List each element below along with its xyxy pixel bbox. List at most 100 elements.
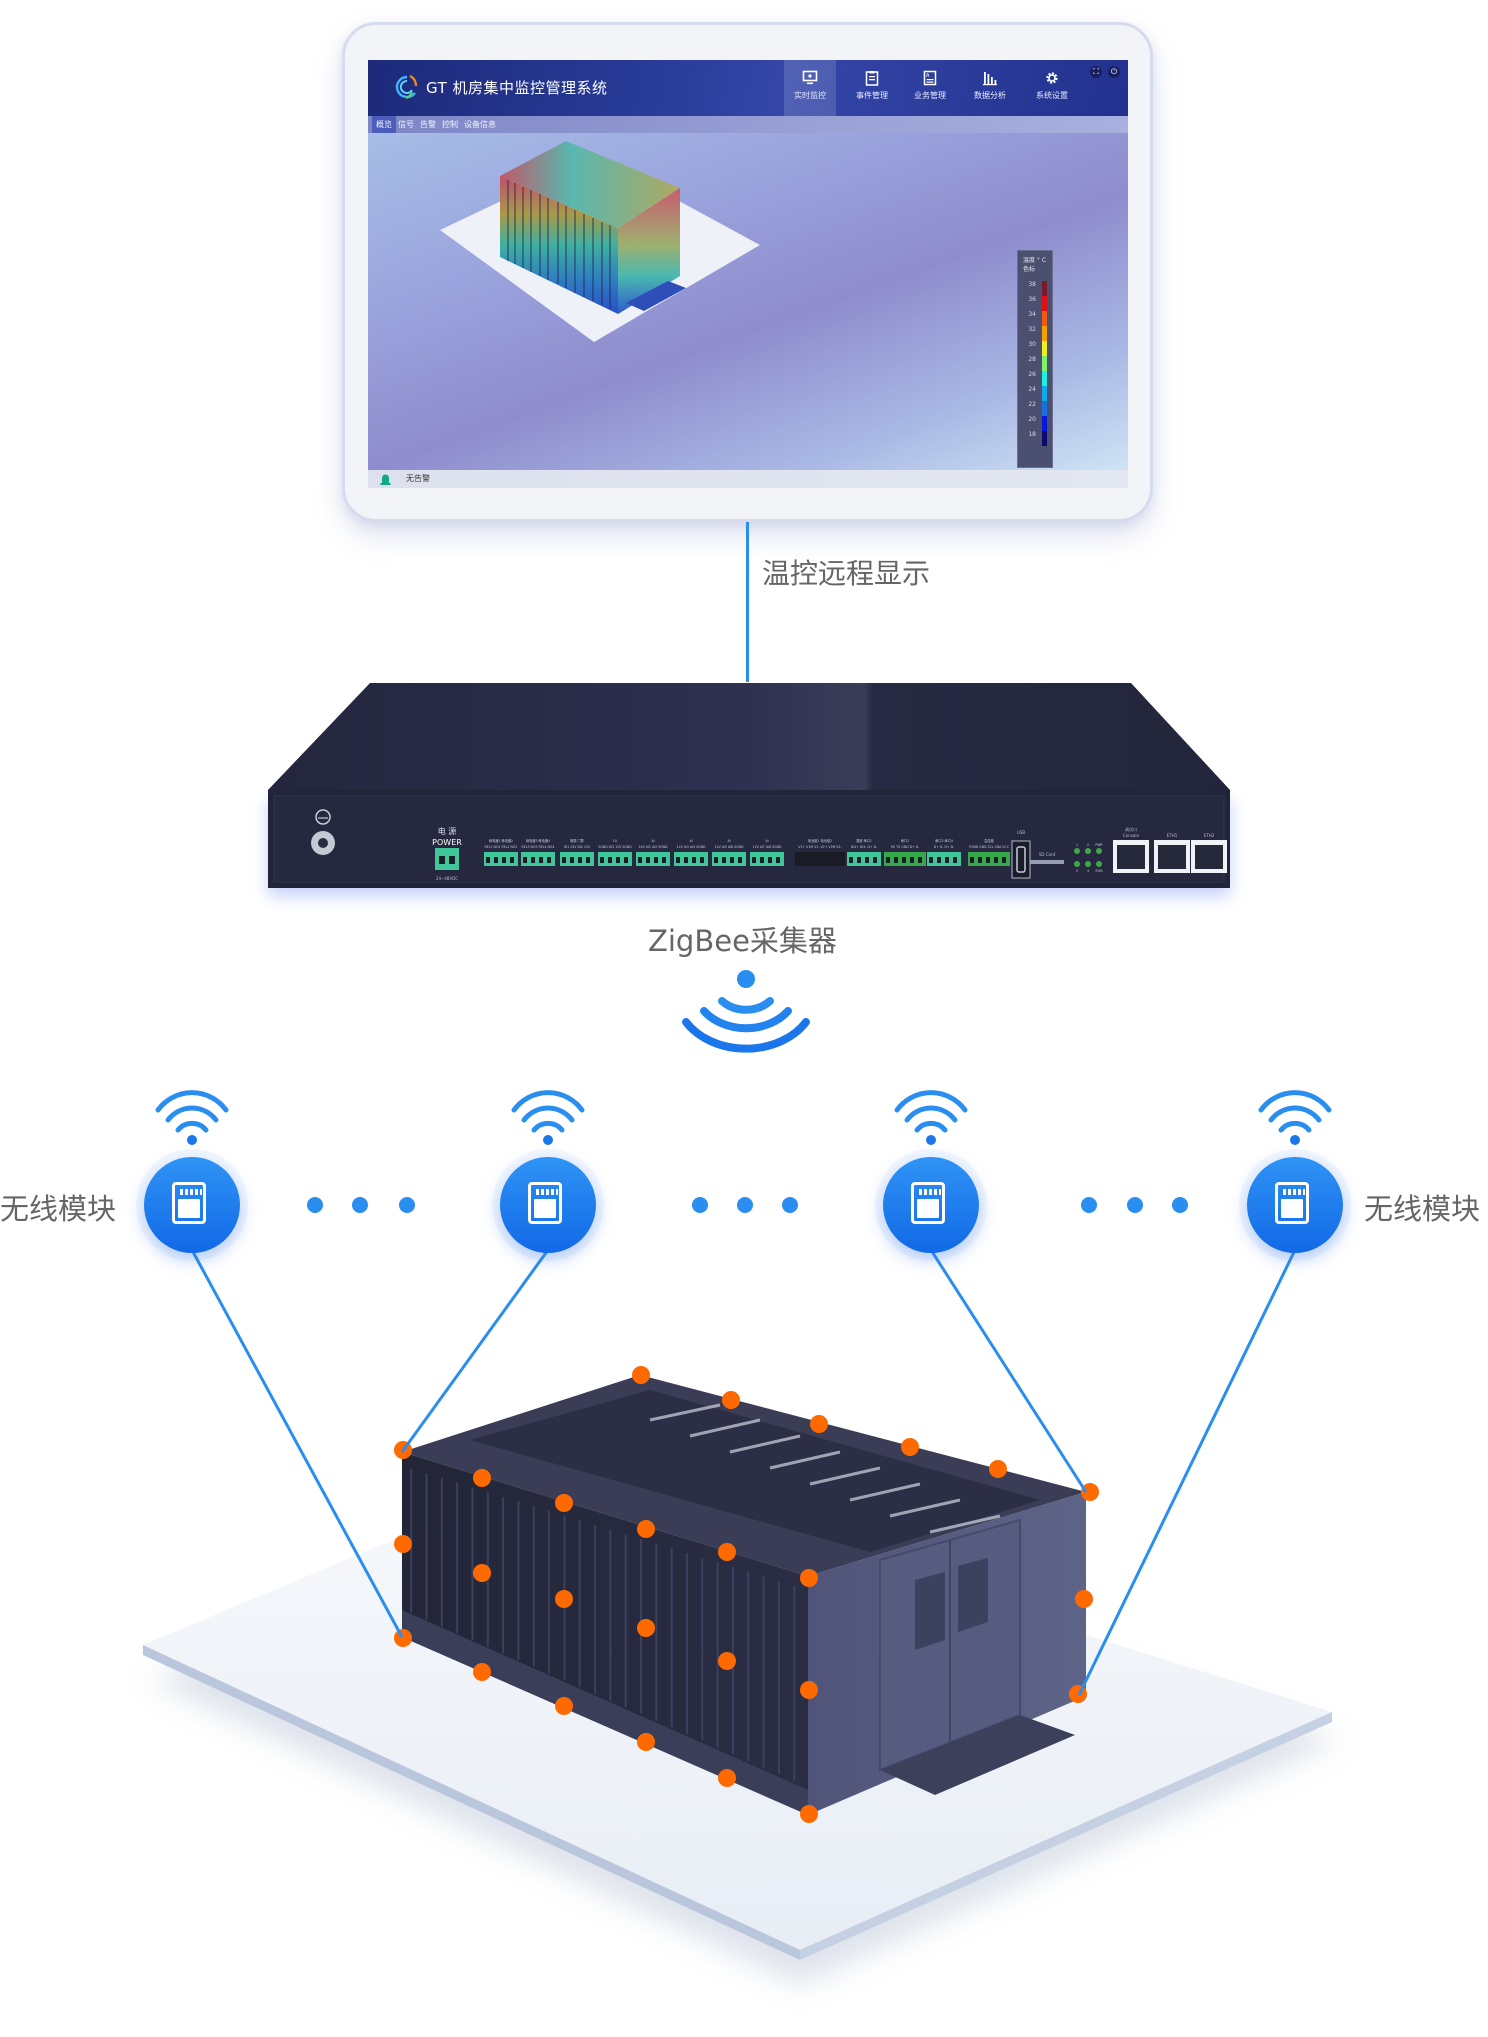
terminal-block [927, 852, 961, 866]
sensor-point [473, 1564, 491, 1582]
terminal-pin [578, 857, 582, 863]
sensor-point [800, 1681, 818, 1699]
sd-card-label: SD Card [1039, 852, 1056, 857]
wifi-icon [511, 1090, 585, 1145]
terminal-pin [638, 857, 642, 863]
power-button[interactable]: ⏻ [1108, 66, 1120, 78]
subnav-control[interactable]: 控制 [442, 120, 458, 129]
nav-data-analysis[interactable]: 数据分析 [964, 60, 1016, 116]
door-window-left [915, 1572, 945, 1650]
subnav-signal[interactable]: 信号 [398, 120, 414, 129]
legend-tick: 38 [1028, 281, 1036, 288]
terminal-pin [586, 857, 590, 863]
nav-system-settings[interactable]: 系统设置 [1026, 60, 1078, 116]
nav-realtime-monitor[interactable]: 实时监控 [784, 60, 836, 116]
ellipsis-dot [399, 1197, 415, 1213]
sensor-point [800, 1569, 818, 1587]
terminal-pin [539, 857, 543, 863]
terminal-pin [937, 857, 941, 863]
wireless-module[interactable] [500, 1157, 596, 1253]
rack-doors [410, 1468, 796, 1781]
floor-plate-edge-right [800, 1712, 1332, 1960]
document-icon: A [923, 70, 937, 86]
sensor-point [718, 1543, 736, 1561]
connection-line-display [746, 522, 749, 682]
power-label: POWER [432, 838, 462, 847]
subnav-device-info[interactable]: 设备信息 [464, 120, 496, 129]
ellipsis-dot [1127, 1197, 1143, 1213]
sd-card-slot[interactable] [1030, 860, 1064, 864]
terminal-group-title: 继电器1 继电器2 [489, 838, 513, 843]
wireless-module[interactable] [883, 1157, 979, 1253]
eth1-label: ETH1 [1167, 833, 1178, 838]
status-led [1085, 848, 1091, 854]
terminal-pin [646, 857, 650, 863]
legend-color-swatch [1042, 326, 1047, 341]
terminal-pin [776, 857, 780, 863]
terminal-pin [684, 857, 688, 863]
clipboard-icon [865, 71, 879, 86]
led-label: RUN [1096, 869, 1104, 873]
chip-icon [172, 1182, 206, 1224]
power-terminal [435, 848, 459, 870]
sensor-point [637, 1520, 655, 1538]
legend-tick: 36 [1028, 296, 1036, 303]
terminal-pin-labels: DI4+ DI4- D+ D- [851, 845, 877, 849]
sensor-point [810, 1415, 828, 1433]
terminal-pin [760, 857, 764, 863]
sensor-point [901, 1438, 919, 1456]
modular-datacenter-cabinet [143, 1366, 1340, 1985]
terminal-group-title: AI [651, 839, 654, 843]
nav-label: 系统设置 [1036, 91, 1068, 100]
wireless-module[interactable] [1247, 1157, 1343, 1253]
console-label-cn: 调试口 [1125, 826, 1137, 832]
legend-tick: 18 [1028, 431, 1036, 438]
terminal-pin [873, 857, 877, 863]
terminal-pin [1002, 857, 1006, 863]
monitor-screen: GT 机房集中监控管理系统 实时监控 事件管理 A 业务管理 数据分析 系统设置… [368, 60, 1128, 488]
terminal-group-title: AI [689, 839, 692, 843]
ellipsis-dot [1081, 1197, 1097, 1213]
terminal-pin [902, 857, 906, 863]
terminal-pin [945, 857, 949, 863]
terminal-pin-labels: V1+ V1M V1- V2+ V2M V2- [798, 845, 841, 849]
subnav-overview[interactable]: 概览 [372, 116, 396, 133]
terminal-pin [886, 857, 890, 863]
label-wireless-module-right: 无线模块 [1364, 1192, 1481, 1226]
terminal-pin [523, 857, 527, 863]
ellipsis-dot [737, 1197, 753, 1213]
terminal-group-title: 串口2 [901, 838, 909, 843]
wireless-signal-icon [682, 970, 810, 1053]
fullscreen-button[interactable]: ⛶ [1090, 66, 1102, 78]
ellipsis-dot [692, 1197, 708, 1213]
ellipsis-dot [307, 1197, 323, 1213]
sensor-point [1075, 1590, 1093, 1608]
wifi-icon [894, 1090, 968, 1145]
ground-icon [315, 809, 331, 825]
sensor-point [637, 1619, 655, 1637]
sensor-point [718, 1652, 736, 1670]
status-led [1074, 848, 1080, 854]
terminal-pin [829, 857, 833, 863]
terminal-pin [978, 857, 982, 863]
sensor-point [1081, 1483, 1099, 1501]
sensor-point [800, 1805, 818, 1823]
eth2-label: ETH2 [1204, 833, 1215, 838]
nav-label: 数据分析 [974, 91, 1006, 100]
label-zigbee-collector: ZigBee采集器 [648, 924, 837, 958]
nav-event-management[interactable]: 事件管理 [846, 60, 898, 116]
subnav-alarm[interactable]: 告警 [420, 120, 436, 129]
device-top [268, 683, 1230, 790]
terminal-pin-labels: 12V AI3 AI4 SGND [677, 845, 706, 849]
terminal-pin-labels: REL3 NO3 REL4 NO4 [522, 845, 555, 849]
terminal-pin [813, 857, 817, 863]
terminal-pin [797, 857, 801, 863]
module-connection-lines [190, 1249, 1297, 1696]
wireless-module[interactable] [144, 1157, 240, 1253]
thermal-cabinet-model [440, 141, 760, 342]
nav-business-management[interactable]: A 业务管理 [904, 60, 956, 116]
terminal-pin [918, 857, 922, 863]
cabinet-step [880, 1715, 1075, 1795]
